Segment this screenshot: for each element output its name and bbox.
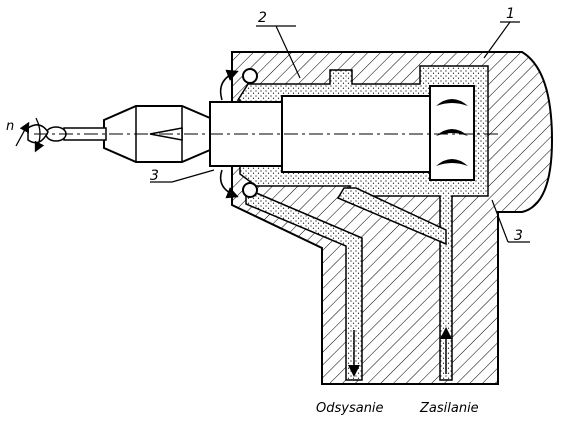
- label-part-1: 1: [506, 6, 515, 22]
- tool-holder: [103, 105, 211, 163]
- suction-channel: [245, 186, 363, 381]
- label-part-3-right: 3: [514, 228, 523, 244]
- leader-lines: [150, 21, 530, 243]
- return-channel: [336, 187, 447, 246]
- rotor-chamber: [429, 85, 475, 181]
- label-rotation: n: [6, 119, 14, 134]
- seal-rings: [219, 68, 258, 199]
- label-part-2: 2: [258, 10, 267, 26]
- flow-arrows: [348, 327, 452, 377]
- label-supply: Zasilanie: [419, 401, 479, 416]
- label-part-3-left: 3: [150, 168, 159, 184]
- label-suction: Odsysanie: [316, 401, 384, 416]
